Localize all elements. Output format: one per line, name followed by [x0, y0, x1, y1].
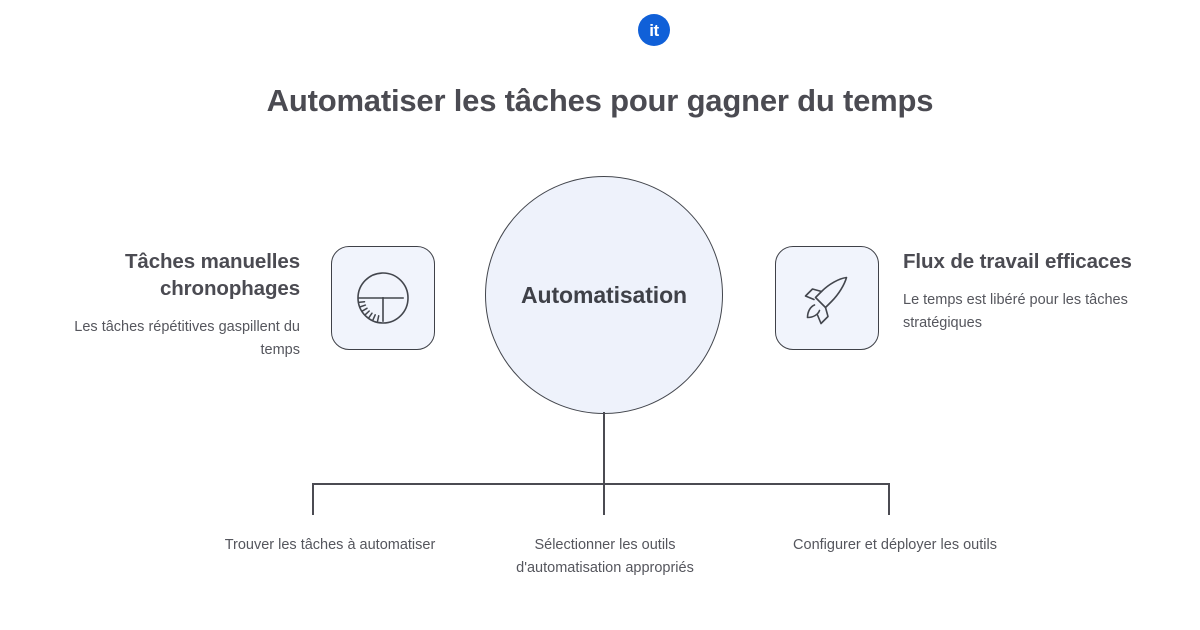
side-block-left: Tâches manuelles chronophages Les tâches… — [50, 248, 300, 361]
side-title-left: Tâches manuelles chronophages — [124, 250, 300, 301]
step-label-2: Sélectionner les outils d'automatisation… — [516, 537, 694, 576]
side-description-right: Le temps est libéré pour les tâches stra… — [903, 292, 1128, 331]
icon-tile-left — [331, 246, 435, 350]
center-node: Automatisation — [485, 176, 723, 414]
rocket-icon — [804, 276, 848, 325]
connector-stub-3 — [888, 483, 890, 515]
clock-icon — [357, 272, 409, 324]
brand-logo-icon: it — [638, 14, 670, 46]
step-label-3: Configurer et déployer les outils — [793, 537, 997, 553]
step-label-1: Trouver les tâches à automatiser — [224, 537, 436, 553]
connector-stub-1 — [312, 483, 314, 515]
side-description-left: Les tâches répétitives gaspillent du tem… — [74, 319, 300, 358]
side-block-right: Flux de travail efficaces Le temps est l… — [903, 248, 1153, 334]
brand-logo-label: it — [649, 20, 659, 40]
page-title: Automatiser les tâches pour gagner du te… — [266, 83, 934, 118]
connector-stub-2 — [603, 483, 605, 515]
side-title-right: Flux de travail efficaces — [903, 250, 1132, 273]
center-node-label: Automatisation — [521, 281, 687, 308]
connector-trunk — [603, 412, 605, 484]
icon-tile-right — [775, 246, 879, 350]
connector-horizontal-bar — [312, 483, 890, 485]
